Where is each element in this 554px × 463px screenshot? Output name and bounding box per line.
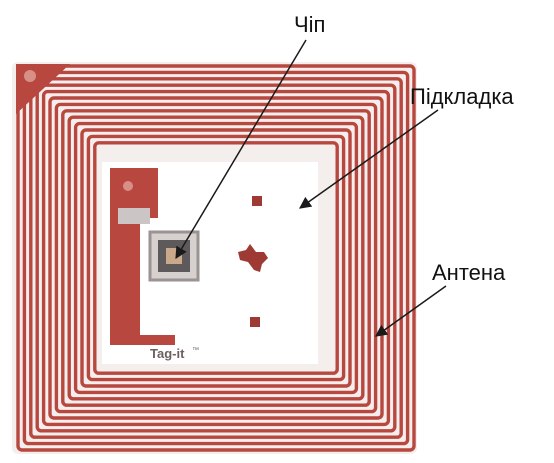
antenna-loop — [41, 89, 391, 427]
antenna-loop — [16, 64, 416, 452]
antenna-coil — [16, 64, 416, 452]
antenna-corner-dot — [24, 70, 36, 82]
antenna-loop — [61, 109, 371, 407]
antenna-loop — [35, 83, 397, 433]
pad-bottom — [250, 317, 260, 327]
chip-pad — [166, 248, 182, 264]
antenna-loop — [29, 77, 403, 439]
substrate-label: Підкладка — [410, 84, 514, 109]
pad-top — [252, 196, 262, 206]
antenna-leader-line — [375, 285, 447, 337]
antenna-loop — [93, 141, 339, 375]
substrate-leader-line — [299, 109, 439, 209]
antenna-loop — [48, 96, 384, 420]
tag-it-trademark: ™ — [192, 347, 199, 354]
antenna-loop — [73, 121, 359, 395]
chip-label: Чіп — [294, 12, 326, 37]
antenna-label: Антена — [432, 260, 506, 285]
antenna-loop — [80, 128, 352, 388]
antenna-lead-gray — [118, 208, 150, 224]
chip-leader-line — [175, 39, 307, 260]
antenna-loop — [67, 115, 365, 401]
antenna-lead-dot — [123, 181, 133, 191]
texas-instruments-logo-icon — [238, 244, 268, 272]
antenna-loop — [86, 134, 346, 382]
antenna-loop — [54, 102, 378, 414]
tag-it-text: Tag-it — [150, 346, 185, 361]
antenna-loop — [22, 70, 410, 446]
